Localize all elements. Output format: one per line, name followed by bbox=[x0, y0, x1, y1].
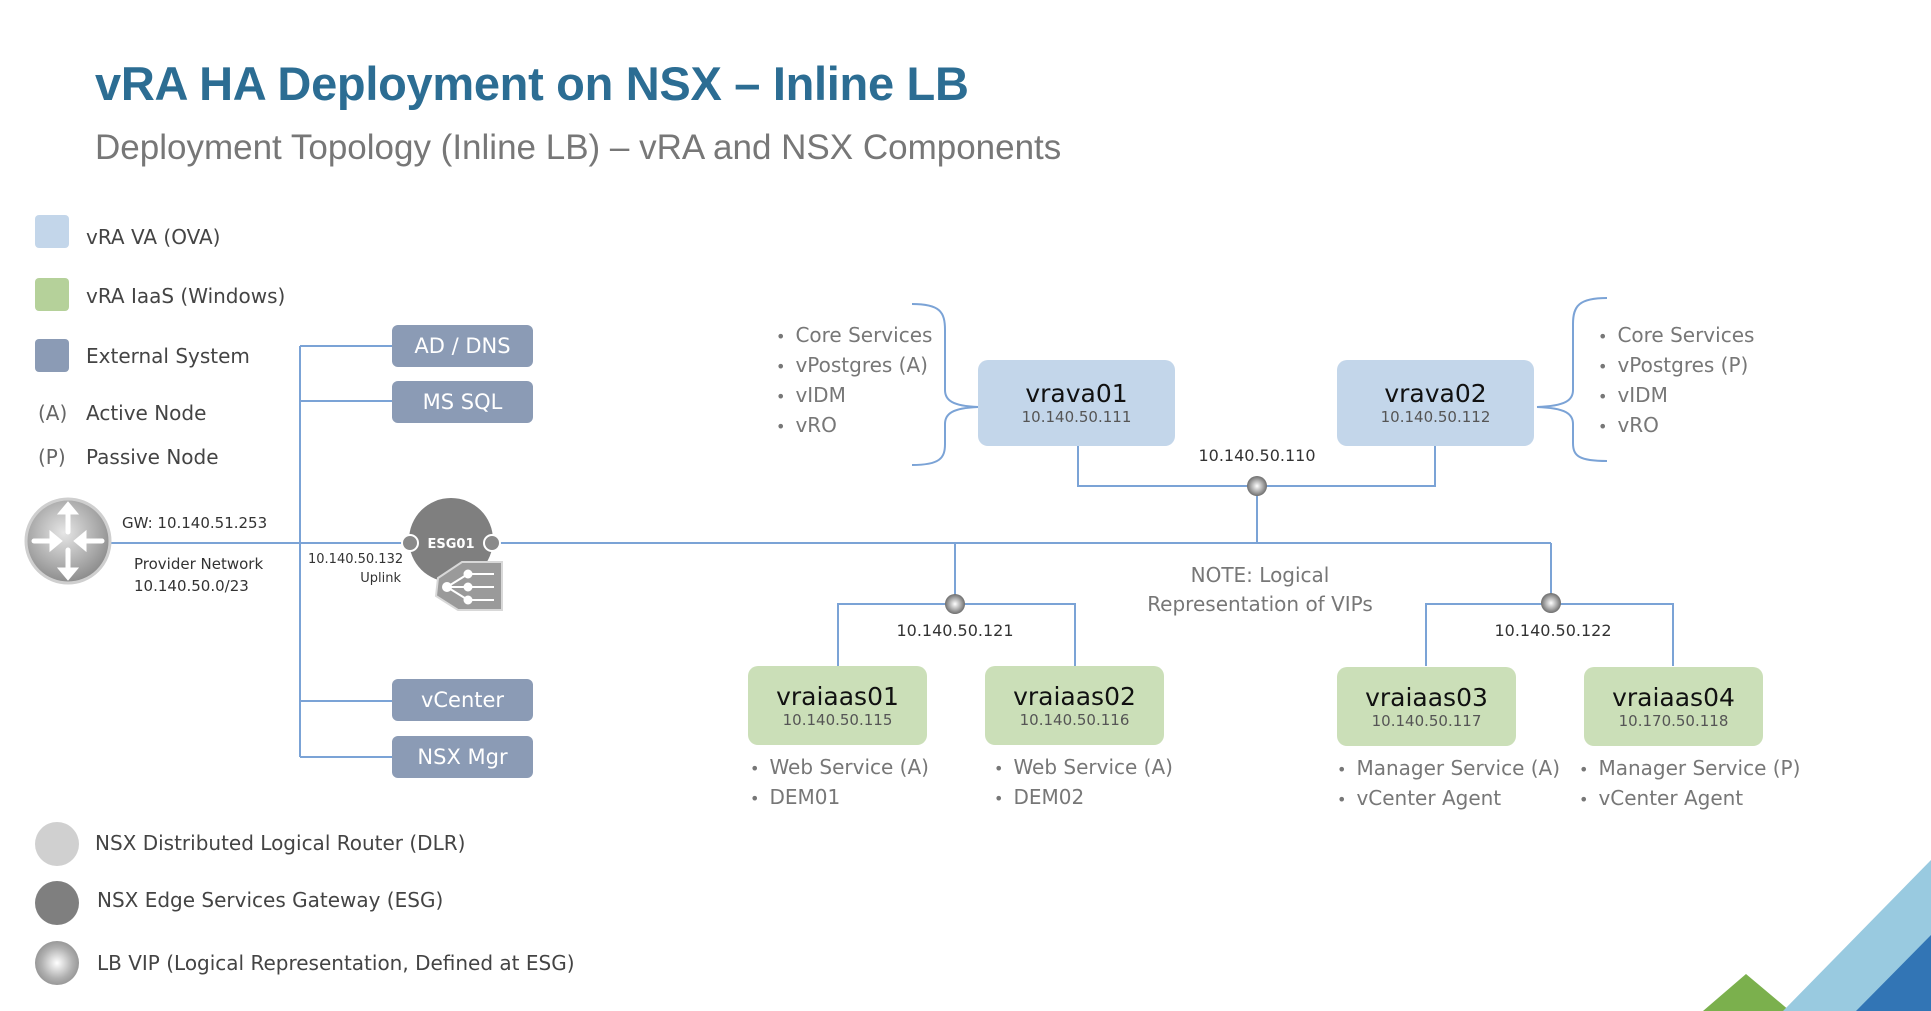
iaas-vraiaas02[interactable]: vraiaas02 10.140.50.116 bbox=[985, 666, 1164, 745]
service-item: DEM01 bbox=[750, 783, 929, 813]
dlr-circle-icon bbox=[35, 822, 79, 866]
uplink-label: Uplink bbox=[360, 571, 401, 586]
legend-label: vRA VA (OVA) bbox=[86, 225, 221, 249]
vrava01-services: Core Services vPostgres (A) vIDM vRO bbox=[776, 321, 932, 441]
external-system-label: vCenter bbox=[420, 688, 505, 712]
vip-va-ip: 10.140.50.110 bbox=[1198, 446, 1316, 465]
service-item: Core Services bbox=[776, 321, 932, 351]
note-line-1: NOTE: Logical bbox=[1190, 563, 1330, 587]
legend-swatch-external bbox=[35, 339, 69, 372]
service-item: vPostgres (P) bbox=[1598, 351, 1754, 381]
vip-va-icon bbox=[1247, 476, 1267, 496]
node-name: vraiaas01 bbox=[776, 681, 899, 711]
vip-manager-ip: 10.140.50.122 bbox=[1494, 621, 1612, 640]
esg-circle-icon bbox=[35, 881, 79, 925]
node-ip: 10.170.50.118 bbox=[1618, 711, 1729, 730]
vraiaas03-services: Manager Service (A) vCenter Agent bbox=[1337, 754, 1560, 814]
legend-label: vRA IaaS (Windows) bbox=[86, 284, 286, 308]
legend-abbr: (P) bbox=[38, 445, 66, 469]
lb-vip-icon bbox=[35, 941, 79, 985]
service-item: Web Service (A) bbox=[750, 753, 929, 783]
service-item: vPostgres (A) bbox=[776, 351, 932, 381]
external-nsx-mgr[interactable]: NSX Mgr bbox=[392, 736, 533, 778]
service-item: Manager Service (A) bbox=[1337, 754, 1560, 784]
node-name: vrava02 bbox=[1384, 379, 1487, 408]
uplink-ip-label: 10.140.50.132 bbox=[308, 552, 404, 567]
vraiaas01-services: Web Service (A) DEM01 bbox=[750, 753, 929, 813]
legend-swatch-vra-va bbox=[35, 215, 69, 248]
legend-label: NSX Distributed Logical Router (DLR) bbox=[95, 831, 466, 855]
node-ip: 10.140.50.116 bbox=[1019, 710, 1130, 729]
legend-label: LB VIP (Logical Representation, Defined … bbox=[97, 951, 575, 975]
vip-web-icon bbox=[945, 594, 965, 614]
router-icon bbox=[24, 497, 112, 585]
iaas-vraiaas01[interactable]: vraiaas01 10.140.50.115 bbox=[748, 666, 927, 745]
vip-web-ip: 10.140.50.121 bbox=[896, 621, 1014, 640]
page-subtitle: Deployment Topology (Inline LB) – vRA an… bbox=[95, 128, 1062, 167]
node-ip: 10.140.50.115 bbox=[782, 710, 893, 729]
node-ip: 10.140.50.111 bbox=[1021, 408, 1132, 426]
legend-swatch-vra-iaas bbox=[35, 278, 69, 311]
service-item: DEM02 bbox=[994, 783, 1173, 813]
node-ip: 10.140.50.117 bbox=[1371, 711, 1482, 730]
external-ad-dns[interactable]: AD / DNS bbox=[392, 325, 533, 367]
service-item: vCenter Agent bbox=[1337, 784, 1560, 814]
node-ip: 10.140.50.112 bbox=[1380, 408, 1491, 426]
service-item: Manager Service (P) bbox=[1579, 754, 1800, 784]
provider-cidr-label: 10.140.50.0/23 bbox=[134, 577, 249, 595]
legend-label: Passive Node bbox=[86, 445, 219, 469]
esg-icon bbox=[401, 498, 503, 611]
legend-label: External System bbox=[86, 344, 250, 368]
gateway-label: GW: 10.140.51.253 bbox=[122, 514, 268, 532]
external-vcenter[interactable]: vCenter bbox=[392, 679, 533, 721]
appliance-vrava02[interactable]: vrava02 10.140.50.112 bbox=[1337, 360, 1534, 446]
service-item: vCenter Agent bbox=[1579, 784, 1800, 814]
service-item: Core Services bbox=[1598, 321, 1754, 351]
vip-manager-icon bbox=[1541, 593, 1561, 613]
legend-label: NSX Edge Services Gateway (ESG) bbox=[97, 888, 444, 912]
service-item: vRO bbox=[776, 411, 932, 441]
external-system-label: NSX Mgr bbox=[417, 745, 508, 769]
page-title: vRA HA Deployment on NSX – Inline LB bbox=[95, 57, 969, 110]
vraiaas02-services: Web Service (A) DEM02 bbox=[994, 753, 1173, 813]
legend-label: Active Node bbox=[86, 401, 207, 425]
service-item: vIDM bbox=[776, 381, 932, 411]
esg-name-label: ESG01 bbox=[427, 537, 475, 552]
note-line-2: Representation of VIPs bbox=[1147, 592, 1373, 616]
service-item: Web Service (A) bbox=[994, 753, 1173, 783]
node-name: vrava01 bbox=[1025, 379, 1128, 408]
provider-network-label: Provider Network bbox=[134, 555, 264, 573]
iaas-vraiaas04[interactable]: vraiaas04 10.170.50.118 bbox=[1584, 667, 1763, 746]
vraiaas04-services: Manager Service (P) vCenter Agent bbox=[1579, 754, 1800, 814]
external-system-label: AD / DNS bbox=[414, 334, 511, 358]
node-name: vraiaas03 bbox=[1365, 682, 1488, 712]
external-ms-sql[interactable]: MS SQL bbox=[392, 381, 533, 423]
vrava02-brace bbox=[1536, 297, 1608, 462]
iaas-vraiaas03[interactable]: vraiaas03 10.140.50.117 bbox=[1337, 667, 1516, 746]
appliance-vrava01[interactable]: vrava01 10.140.50.111 bbox=[978, 360, 1175, 446]
brand-corner-graphic bbox=[1703, 860, 1931, 1011]
service-item: vRO bbox=[1598, 411, 1754, 441]
external-system-label: MS SQL bbox=[422, 390, 503, 414]
legend-abbr: (A) bbox=[38, 401, 68, 425]
node-name: vraiaas04 bbox=[1612, 682, 1735, 712]
vrava02-services: Core Services vPostgres (P) vIDM vRO bbox=[1598, 321, 1754, 441]
service-item: vIDM bbox=[1598, 381, 1754, 411]
node-name: vraiaas02 bbox=[1013, 681, 1136, 711]
